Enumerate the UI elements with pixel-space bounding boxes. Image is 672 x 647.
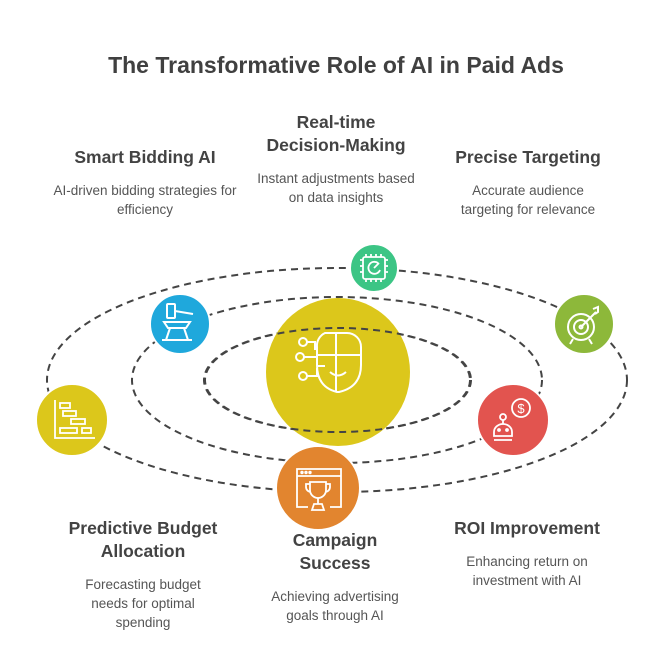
- gantt-chart-icon: [54, 400, 95, 439]
- node-predictive-budget: [35, 383, 109, 457]
- item-heading: Predictive Budget Allocation: [68, 518, 218, 561]
- processor-gauge-icon: [360, 254, 388, 282]
- node-campaign-success: [275, 445, 361, 531]
- item-heading: Smart Bidding AI: [74, 147, 216, 167]
- trophy-icon: [296, 468, 342, 511]
- item-description: Enhancing return on investment with AI: [466, 554, 588, 588]
- diagram-title: The Transformative Role of AI in Paid Ad…: [108, 52, 564, 78]
- item-smart-bidding: Smart Bidding AI AI-driven bidding strat…: [45, 146, 245, 219]
- item-real-time: Real-time Decision-Making Instant adjust…: [236, 111, 436, 207]
- ai-face-icon: [295, 332, 362, 393]
- item-heading: Precise Targeting: [455, 147, 601, 167]
- svg-text:$: $: [517, 401, 525, 416]
- center-node: [204, 298, 472, 446]
- item-description: Achieving advertising goals through AI: [271, 589, 399, 623]
- item-heading: Campaign Success: [292, 530, 378, 573]
- node-real-time: [349, 243, 399, 293]
- item-description: Instant adjustments based on data insigh…: [257, 171, 415, 205]
- item-heading: ROI Improvement: [454, 518, 600, 538]
- item-description: Forecasting budget needs for optimal spe…: [85, 577, 201, 630]
- target-icon: [567, 305, 599, 345]
- node-precise-targeting: [553, 293, 615, 355]
- node-smart-bidding: [149, 293, 211, 355]
- item-description: AI-driven bidding strategies for efficie…: [53, 183, 237, 217]
- item-heading: Real-time Decision-Making: [266, 112, 406, 155]
- middle-orbit: [131, 296, 543, 464]
- outer-orbit: [46, 267, 628, 493]
- gavel-icon: [162, 303, 194, 341]
- item-precise-targeting: Precise Targeting Accurate audience targ…: [428, 146, 628, 219]
- item-roi-improvement: ROI Improvement Enhancing return on inve…: [427, 517, 627, 590]
- node-roi: $: [476, 383, 550, 457]
- item-predictive-budget: Predictive Budget Allocation Forecasting…: [43, 517, 243, 632]
- item-description: Accurate audience targeting for relevanc…: [460, 183, 596, 217]
- item-campaign-success: Campaign Success Achieving advertising g…: [235, 529, 435, 625]
- robot-dollar-icon: $: [493, 398, 531, 441]
